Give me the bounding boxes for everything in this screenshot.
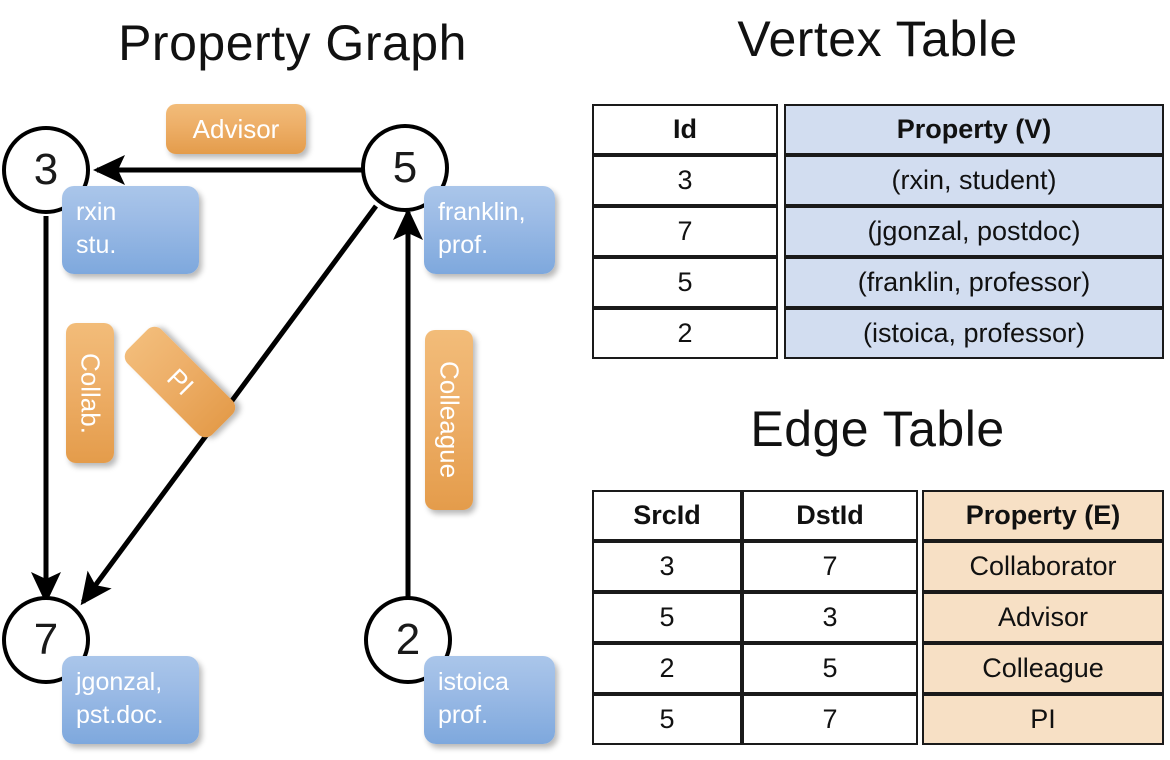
graph-edge-label-colleague-text: Colleague — [434, 361, 465, 479]
edge-cell-dstid: 5 — [742, 643, 918, 694]
edge-table-column-gap — [918, 592, 922, 643]
graph-node-7-property-line1: jgonzal, — [76, 668, 163, 696]
edge-table-header-dstid: DstId — [742, 490, 918, 541]
table-row[interactable]: 5 3 Advisor — [592, 592, 1164, 643]
vertex-table-column-gap — [778, 257, 784, 308]
edge-table-column-gap — [918, 643, 922, 694]
vertex-cell-property: (rxin, student) — [784, 155, 1164, 206]
table-row[interactable]: 5 7 PI — [592, 694, 1164, 745]
edge-cell-property: Colleague — [922, 643, 1164, 694]
edge-cell-dstid: 7 — [742, 541, 918, 592]
edge-cell-property: Collaborator — [922, 541, 1164, 592]
vertex-table-header-id: Id — [592, 104, 778, 155]
vertex-table-header-property: Property (V) — [784, 104, 1164, 155]
edge-table-header-srcid: SrcId — [592, 490, 742, 541]
edge-table-header-row: SrcId DstId Property (E) — [592, 490, 1164, 541]
property-graph-diagram: 3 5 7 2 rxin stu. franklin, prof. jgonza… — [0, 90, 585, 760]
graph-node-3[interactable]: 3 — [2, 126, 90, 214]
edge-table-header-property: Property (E) — [922, 490, 1164, 541]
vertex-cell-id: 5 — [592, 257, 778, 308]
table-row[interactable]: 3 7 Collaborator — [592, 541, 1164, 592]
edge-cell-dstid: 3 — [742, 592, 918, 643]
vertex-table-header-row: Id Property (V) — [592, 104, 1164, 155]
edge-cell-srcid: 3 — [592, 541, 742, 592]
graph-edge-label-collab[interactable]: Collab. — [66, 323, 114, 463]
vertex-cell-id: 7 — [592, 206, 778, 257]
table-row[interactable]: 3 (rxin, student) — [592, 155, 1164, 206]
graph-node-5[interactable]: 5 — [361, 124, 449, 212]
table-row[interactable]: 2 5 Colleague — [592, 643, 1164, 694]
table-row[interactable]: 5 (franklin, professor) — [592, 257, 1164, 308]
edge-table: SrcId DstId Property (E) 3 7 Collaborato… — [592, 490, 1164, 745]
graph-node-3-property-line1: rxin — [76, 198, 117, 226]
vertex-table-column-gap — [778, 155, 784, 206]
graph-node-3-label: 3 — [33, 145, 59, 194]
vertex-cell-id: 3 — [592, 155, 778, 206]
graph-edge-label-advisor-text: Advisor — [192, 113, 280, 144]
graph-node-7-property-line2: pst.doc. — [76, 701, 164, 729]
edge-cell-property: PI — [922, 694, 1164, 745]
graph-node-7-label: 7 — [33, 615, 59, 664]
graph-node-7-property-box[interactable]: jgonzal, pst.doc. — [62, 656, 199, 744]
table-row[interactable]: 2 (istoica, professor) — [592, 308, 1164, 359]
vertex-cell-property: (franklin, professor) — [784, 257, 1164, 308]
edge-table-column-gap — [918, 541, 922, 592]
edge-cell-property: Advisor — [922, 592, 1164, 643]
graph-edge-label-advisor[interactable]: Advisor — [166, 104, 306, 154]
vertex-cell-property: (istoica, professor) — [784, 308, 1164, 359]
page-title-property-graph: Property Graph — [118, 15, 467, 71]
graph-node-5-label: 5 — [392, 143, 418, 192]
vertex-table-column-gap — [778, 104, 784, 155]
vertex-table-column-gap — [778, 308, 784, 359]
graph-node-5-property-box[interactable]: franklin, prof. — [424, 186, 555, 274]
edge-table-column-gap — [918, 694, 922, 745]
graph-node-2-property-line2: prof. — [438, 701, 489, 729]
graph-edge-label-colleague[interactable]: Colleague — [425, 330, 473, 510]
edge-cell-dstid: 7 — [742, 694, 918, 745]
graph-node-3-property-box[interactable]: rxin stu. — [62, 186, 199, 274]
graph-node-2-property-box[interactable]: istoica prof. — [424, 656, 555, 744]
graph-node-5-property-line2: prof. — [438, 231, 489, 259]
graph-edge-label-collab-text: Collab. — [75, 352, 106, 434]
vertex-cell-id: 2 — [592, 308, 778, 359]
edge-cell-srcid: 5 — [592, 592, 742, 643]
graph-edge-label-pi-text: PI — [161, 362, 200, 401]
edge-table-column-gap — [918, 490, 922, 541]
vertex-table: Id Property (V) 3 (rxin, student) 7 (jgo… — [592, 104, 1164, 359]
table-row[interactable]: 7 (jgonzal, postdoc) — [592, 206, 1164, 257]
graph-node-2-label: 2 — [395, 615, 421, 664]
page-title-edge-table: Edge Table — [750, 401, 1005, 457]
edge-cell-srcid: 5 — [592, 694, 742, 745]
graph-node-5-property-line1: franklin, — [438, 198, 526, 226]
edge-cell-srcid: 2 — [592, 643, 742, 694]
vertex-cell-property: (jgonzal, postdoc) — [784, 206, 1164, 257]
graph-node-2-property-line1: istoica — [438, 668, 509, 696]
page-title-vertex-table: Vertex Table — [737, 11, 1018, 67]
vertex-table-column-gap — [778, 206, 784, 257]
graph-node-3-property-line2: stu. — [76, 231, 117, 259]
